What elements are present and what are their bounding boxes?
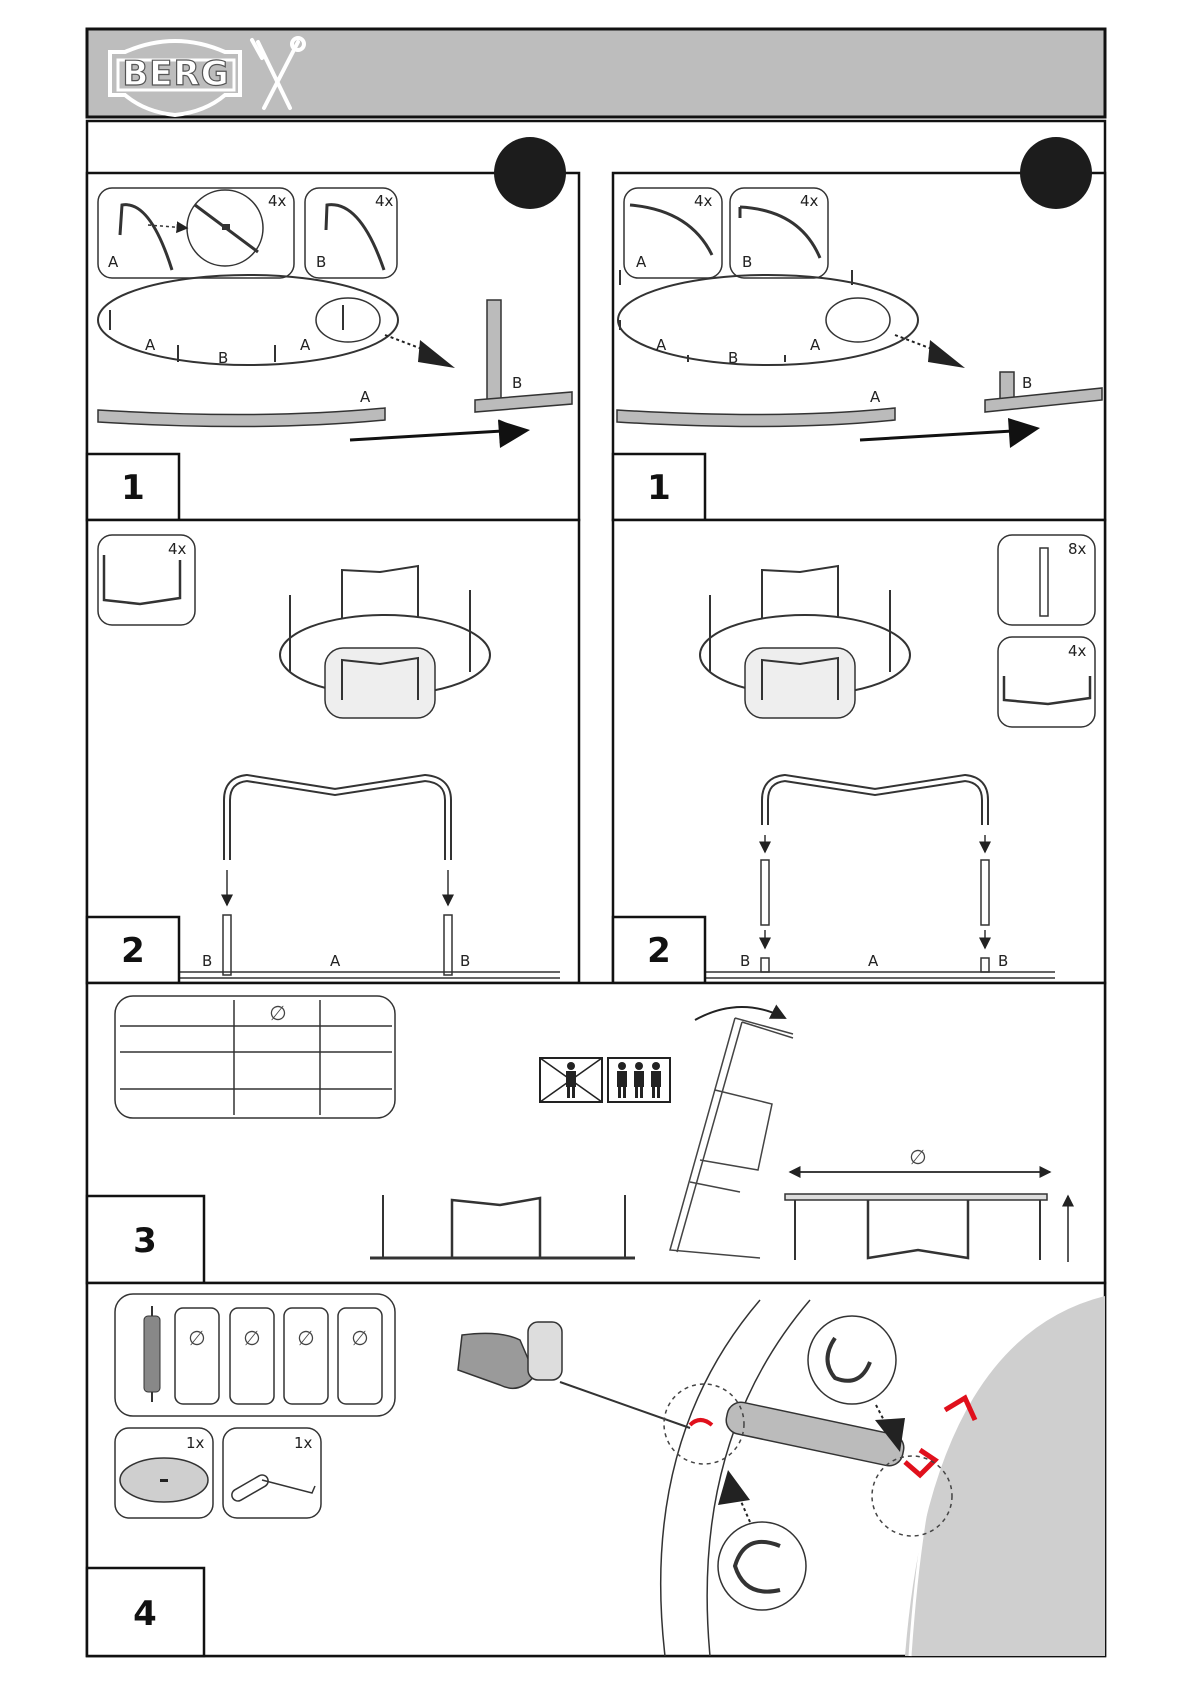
part-label: B (460, 952, 470, 970)
qty-label: 1x (186, 1434, 205, 1452)
part-label: B (1022, 374, 1032, 392)
step-number: 2 (647, 931, 671, 971)
qty-label: 4x (268, 192, 287, 210)
qty-label: 8x (1068, 540, 1087, 558)
panel-step1-right: 4x A 4x B A B A A B 1 (613, 137, 1105, 520)
part-label: B (202, 952, 212, 970)
part-label: B (742, 253, 752, 271)
part-label: B (316, 253, 326, 271)
part-label: A (868, 952, 879, 970)
part-label: B (740, 952, 750, 970)
part-label: A (300, 336, 311, 354)
qty-label: 4x (1068, 642, 1087, 660)
panel-step4: ∅ ∅ ∅ ∅ 1x 1x (87, 1283, 1105, 1656)
step-number: 1 (121, 468, 145, 508)
diameter-symbol: ∅ (351, 1326, 368, 1350)
step-number: 4 (133, 1594, 157, 1634)
part-label: A (656, 336, 667, 354)
part-label: A (108, 253, 119, 271)
part-label: A (870, 388, 881, 406)
step-number: 2 (121, 931, 145, 971)
diameter-symbol: ∅ (243, 1326, 260, 1350)
part-label: B (728, 349, 738, 367)
three-people-icon (608, 1058, 670, 1102)
part-label: A (360, 388, 371, 406)
step-number: 3 (133, 1221, 157, 1261)
diameter-symbol: ∅ (909, 1145, 926, 1169)
panel-step2-right: 8x 4x B A B 2 (613, 520, 1105, 983)
qty-label: 1x (294, 1434, 313, 1452)
logo-text: BERG (122, 54, 229, 94)
size-table: ∅ (115, 996, 395, 1118)
step-badge (1020, 137, 1092, 209)
qty-label: 4x (375, 192, 394, 210)
one-person-crossed-icon (540, 1058, 602, 1102)
panel-step3: ∅ (87, 983, 1105, 1283)
step-badge (494, 137, 566, 209)
part-label: B (998, 952, 1008, 970)
part-label: B (218, 349, 228, 367)
diameter-symbol: ∅ (188, 1326, 205, 1350)
part-label: A (810, 336, 821, 354)
part-label: A (145, 336, 156, 354)
qty-label: 4x (694, 192, 713, 210)
part-label: B (512, 374, 522, 392)
step-number: 1 (647, 468, 671, 508)
diameter-symbol: ∅ (297, 1326, 314, 1350)
part-label: A (330, 952, 341, 970)
diameter-symbol: ∅ (269, 1001, 286, 1025)
panel-step2-left: 4x B A B 2 (87, 520, 579, 983)
qty-label: 4x (800, 192, 819, 210)
qty-label: 4x (168, 540, 187, 558)
panel-step1-left: 4x A 4x B A B A A B 1 (87, 137, 579, 520)
part-label: A (636, 253, 647, 271)
spring-icon (144, 1306, 160, 1402)
